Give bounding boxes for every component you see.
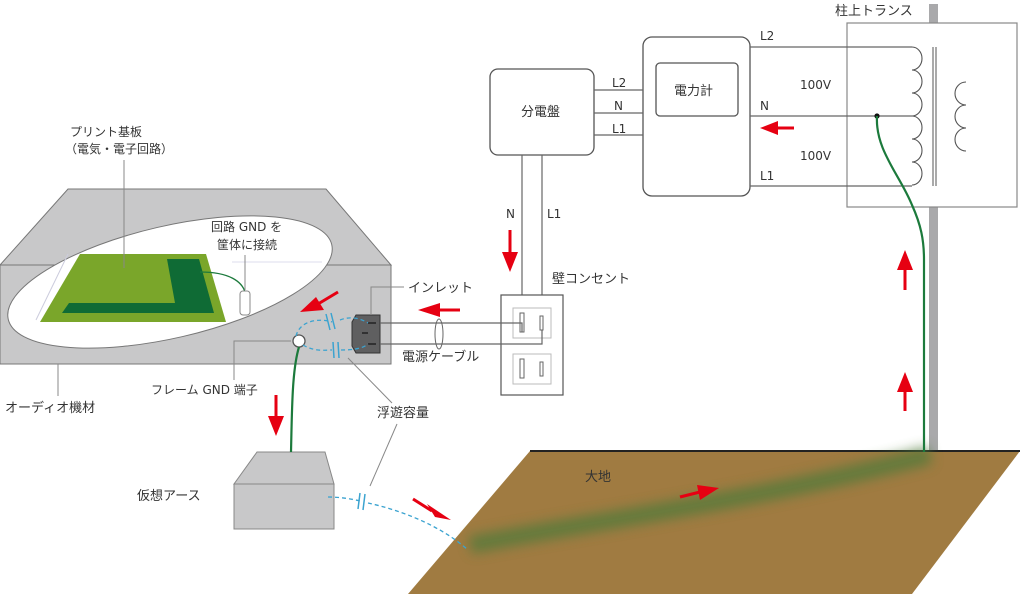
pcb-label: プリント基板 [70, 125, 142, 139]
frame-gnd-leader [233, 340, 291, 380]
stray-cap-path-upper [295, 317, 369, 337]
current-arrow-in-earth [679, 485, 719, 500]
outlet-slot-lower-n [519, 358, 525, 379]
pole-ground-wire [875, 115, 926, 452]
wire-label-n-top: N [760, 99, 769, 113]
wire-label-l2-top: L2 [760, 29, 774, 43]
distribution-board-label: 分電盤 [521, 105, 560, 120]
pole-transformer-label: 柱上トランス [835, 4, 913, 19]
circuit-gnd-wire [199, 271, 246, 293]
inlet-leader [370, 286, 404, 315]
stray-cap-leader-2 [369, 423, 398, 487]
current-arrow-meter-n [760, 121, 794, 135]
cable-bundle-mark [434, 318, 444, 350]
current-arrow-cable [418, 303, 460, 317]
audio-device-label: オーディオ機材 [5, 400, 95, 416]
stray-cap-path-lower [302, 343, 369, 351]
utility-pole [929, 4, 938, 452]
virtual-earth-body [233, 483, 335, 530]
earth-label: 大地 [585, 470, 611, 485]
power-meter-display [655, 62, 739, 117]
stray-cap-earth-plate2 [362, 493, 366, 511]
frame-gnd-label: フレーム GND 端子 [151, 383, 258, 397]
virtual-earth-top [233, 451, 335, 485]
stray-cap-earth-plate1 [357, 492, 361, 510]
wire-label-l1-top: L1 [760, 169, 774, 183]
wire-label-l1-mid: L1 [612, 122, 626, 136]
stray-cap-lower-plate2 [337, 341, 340, 359]
current-arrow-to-earth [412, 497, 451, 520]
pole-transformer-box [846, 22, 1018, 208]
power-cable-l1 [380, 330, 543, 345]
wall-outlet-label: 壁コンセント [552, 272, 630, 287]
stray-cap-lower-plate1 [332, 341, 335, 359]
outlet-slot-lower-l [539, 361, 544, 377]
wire-label-n-vertical: N [506, 207, 515, 221]
transformer-primary-coil [954, 81, 967, 152]
voltage-label-lower: 100V [800, 149, 832, 163]
wire-label-n-mid: N [614, 99, 623, 113]
current-arrow-pole-lower [897, 372, 913, 411]
wire-label-l1-vertical: L1 [547, 207, 561, 221]
pcb-ground-trace [62, 259, 214, 313]
ac-inlet [351, 314, 381, 354]
stray-cap-upper-plate1 [325, 313, 331, 331]
inner-edge-line [35, 253, 69, 321]
power-cable-n [380, 322, 523, 332]
voltage-label-upper: 100V [800, 78, 832, 92]
current-arrow-frame-gnd [268, 395, 284, 436]
outlet-socket-lower [512, 353, 552, 385]
virtual-earth-ground-wire [289, 346, 301, 453]
power-meter-label: 電力計 [674, 83, 713, 99]
wire-label-l2-mid: L2 [612, 76, 626, 90]
outlet-slot-upper-l [539, 315, 544, 331]
stray-cap-leader-1 [347, 357, 393, 404]
circuit-gnd-label-1: 回路 GND を [211, 219, 282, 234]
current-arrow-chassis [300, 290, 339, 312]
pcb-sub-label: （電気・電子回路） [65, 141, 173, 156]
stray-cap-upper-plate2 [330, 312, 336, 330]
inlet-label: インレット [408, 281, 473, 296]
earth-current-glow [468, 446, 933, 554]
current-arrow-n-wire [502, 230, 518, 272]
stray-cap-to-earth-path [327, 496, 469, 551]
gnd-standoff [239, 290, 251, 316]
earth-plane [408, 451, 1020, 594]
stray-cap-label: 浮遊容量 [377, 405, 429, 421]
circuit-gnd-label-2: 筐体に接続 [217, 237, 277, 252]
power-cable-label: 電源ケーブル [402, 349, 479, 365]
current-arrow-pole-upper [897, 250, 913, 290]
virtual-earth-label: 仮想アース [137, 488, 201, 504]
